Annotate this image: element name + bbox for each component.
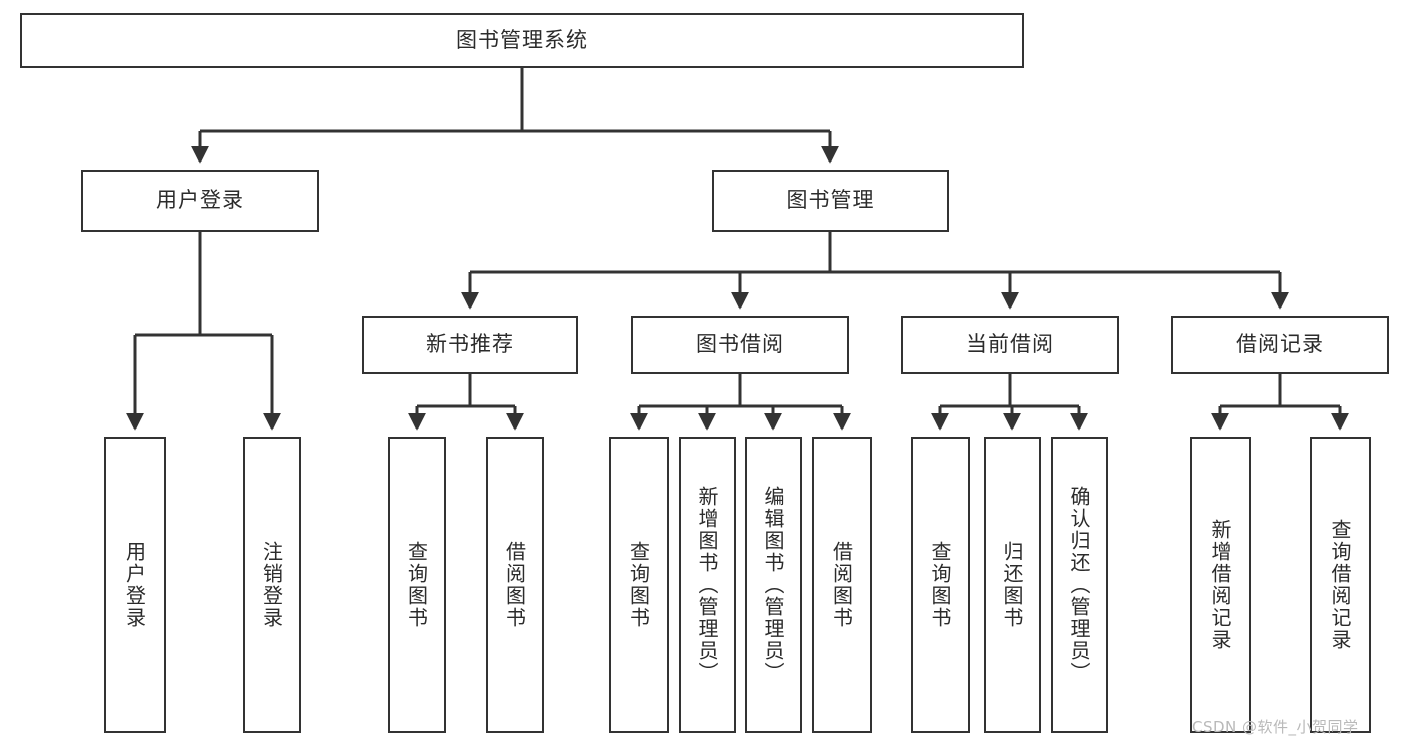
- node-leaf-user-login-label: 用户登录: [122, 541, 147, 629]
- node-user-login[interactable]: 用户登录: [81, 170, 319, 232]
- node-root-label: 图书管理系统: [456, 27, 588, 52]
- node-leaf-add-book-admin[interactable]: 新增图书（管理员）: [679, 437, 736, 733]
- node-new-book-recommend-label: 新书推荐: [426, 332, 514, 357]
- node-book-manage-label: 图书管理: [786, 188, 875, 213]
- node-current-borrow[interactable]: 当前借阅: [901, 316, 1119, 374]
- node-leaf-borrow-book[interactable]: 借阅图书: [812, 437, 872, 733]
- node-leaf-query-book-rec-label: 查询图书: [404, 541, 429, 629]
- node-leaf-add-borrow-record[interactable]: 新增借阅记录: [1190, 437, 1251, 733]
- node-leaf-borrow-book-rec[interactable]: 借阅图书: [486, 437, 544, 733]
- node-leaf-query-book-borrow[interactable]: 查询图书: [609, 437, 669, 733]
- node-leaf-query-book-cur-label: 查询图书: [928, 541, 952, 629]
- node-root[interactable]: 图书管理系统: [20, 13, 1024, 68]
- node-leaf-edit-book-admin-label: 编辑图书（管理员）: [761, 486, 785, 684]
- node-leaf-borrow-book-label: 借阅图书: [829, 541, 854, 629]
- node-leaf-user-login[interactable]: 用户登录: [104, 437, 166, 733]
- node-leaf-query-book-borrow-label: 查询图书: [626, 541, 651, 629]
- node-leaf-query-book-cur[interactable]: 查询图书: [911, 437, 970, 733]
- node-leaf-borrow-book-rec-label: 借阅图书: [502, 541, 527, 629]
- node-leaf-query-borrow-record-label: 查询借阅记录: [1328, 519, 1352, 651]
- node-leaf-edit-book-admin[interactable]: 编辑图书（管理员）: [745, 437, 802, 733]
- node-borrow-record-label: 借阅记录: [1236, 332, 1324, 357]
- node-leaf-query-book-rec[interactable]: 查询图书: [388, 437, 446, 733]
- node-leaf-confirm-return-admin-label: 确认归还（管理员）: [1067, 486, 1091, 684]
- node-leaf-logout-login-label: 注销登录: [259, 541, 284, 629]
- node-current-borrow-label: 当前借阅: [966, 332, 1054, 357]
- node-user-login-label: 用户登录: [156, 188, 244, 213]
- node-borrow-record[interactable]: 借阅记录: [1171, 316, 1389, 374]
- node-book-manage[interactable]: 图书管理: [712, 170, 949, 232]
- node-book-borrow[interactable]: 图书借阅: [631, 316, 849, 374]
- node-leaf-logout-login[interactable]: 注销登录: [243, 437, 301, 733]
- node-leaf-query-borrow-record[interactable]: 查询借阅记录: [1310, 437, 1371, 733]
- node-leaf-return-book[interactable]: 归还图书: [984, 437, 1041, 733]
- node-new-book-recommend[interactable]: 新书推荐: [362, 316, 578, 374]
- node-book-borrow-label: 图书借阅: [696, 332, 784, 357]
- node-leaf-add-book-admin-label: 新增图书（管理员）: [695, 486, 719, 684]
- node-leaf-return-book-label: 归还图书: [1000, 541, 1024, 629]
- node-leaf-confirm-return-admin[interactable]: 确认归还（管理员）: [1051, 437, 1108, 733]
- node-leaf-add-borrow-record-label: 新增借阅记录: [1208, 519, 1232, 651]
